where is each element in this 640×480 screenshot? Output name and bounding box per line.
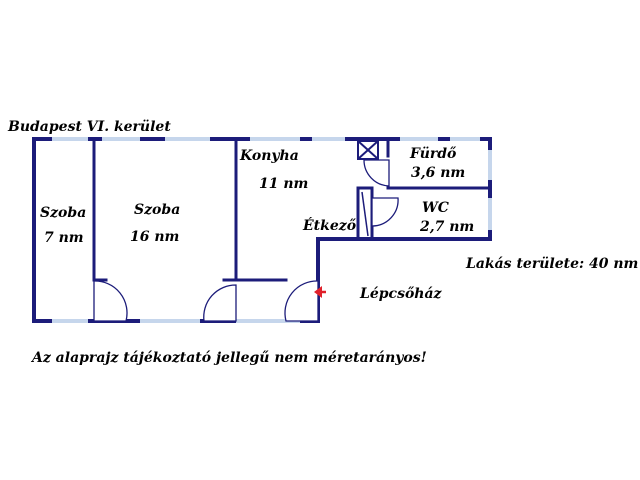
room-name: Szoba	[134, 202, 180, 218]
room-area: 16 nm	[130, 229, 179, 245]
room-area: 7 nm	[44, 230, 84, 246]
location-title: Budapest VI. kerület	[7, 119, 171, 135]
door-furdo	[363, 159, 390, 187]
room-etkezo: Étkező	[302, 216, 357, 234]
interior-walls	[92, 137, 492, 282]
total-area: Lakás területe: 40 nm	[465, 256, 638, 272]
room-name: WC	[422, 200, 449, 216]
room-furdo: Fürdő 3,6 nm	[409, 146, 465, 181]
room-name: Étkező	[302, 216, 357, 234]
door-small-room	[93, 280, 128, 322]
door-wc	[371, 197, 399, 227]
door-large-room	[203, 284, 237, 322]
disclaimer: Az alaprajz tájékoztató jellegű nem mére…	[30, 350, 427, 366]
left-arrow-icon	[314, 286, 326, 298]
room-konyha: Konyha 11 nm	[239, 148, 308, 192]
room-area: 11 nm	[259, 176, 308, 192]
room-lepcsohaz: Lépcsőház	[359, 286, 443, 302]
room-szoba-large: Szoba 16 nm	[130, 202, 180, 245]
room-name: Szoba	[40, 205, 86, 221]
room-name: Fürdő	[409, 146, 457, 162]
room-area: 2,7 nm	[419, 219, 474, 235]
crossed-box-icon	[357, 140, 379, 160]
room-wc: WC 2,7 nm	[419, 200, 474, 235]
door-entrance	[284, 280, 319, 322]
room-name: Konyha	[239, 148, 299, 164]
room-name: Lépcsőház	[359, 286, 443, 302]
doors	[93, 159, 399, 322]
room-szoba-small: Szoba 7 nm	[40, 205, 86, 246]
room-area: 3,6 nm	[411, 165, 465, 181]
